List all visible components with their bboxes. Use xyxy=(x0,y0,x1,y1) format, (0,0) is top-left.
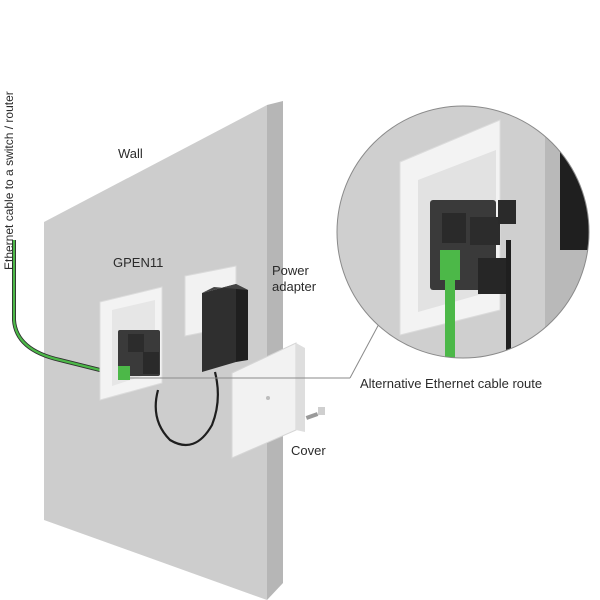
alternative-route-label: Alternative Ethernet cable route xyxy=(360,376,543,391)
cover-label: Cover xyxy=(291,443,326,458)
power-adapter-label-line1: Power xyxy=(272,263,309,278)
ethernet-cable-label: Ethernet cable to a switch / router xyxy=(2,91,16,270)
wall-label: Wall xyxy=(118,146,143,161)
gpen11-label: GPEN11 xyxy=(113,255,164,270)
zoom-circle-border xyxy=(336,105,590,359)
power-adapter xyxy=(202,284,236,372)
power-cable xyxy=(154,371,219,447)
screw xyxy=(305,412,319,420)
wall-side xyxy=(267,101,283,600)
power-adapter-label-line2: adapter xyxy=(272,279,317,294)
